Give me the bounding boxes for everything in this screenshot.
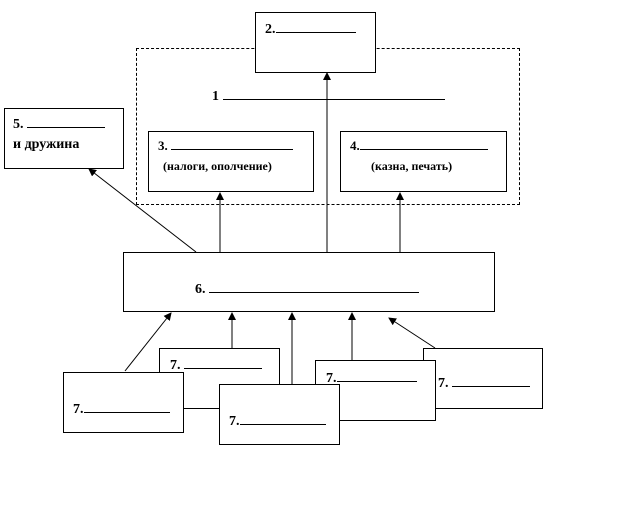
group-label: 1 [212, 89, 445, 105]
center-box-label: 6. [195, 282, 206, 297]
top-box: 2. [255, 12, 376, 73]
bottom-box-2-label: 7. [170, 358, 181, 373]
arrow-center-to-side [88, 168, 197, 253]
side-box-label: 5. [13, 117, 24, 132]
bottom-box-3-blank [239, 424, 326, 425]
bottom-box-3-label: 7. [229, 414, 240, 429]
center-box-blank [209, 292, 419, 293]
top-box-label: 2. [265, 22, 276, 37]
box-4-label: 4. [350, 138, 360, 153]
box-3-blank [171, 149, 293, 150]
side-box-blank [27, 127, 105, 128]
box-4: 4. (казна, печать) [340, 131, 507, 192]
box-4-note: (казна, печать) [371, 159, 453, 173]
box-4-blank [359, 149, 488, 150]
bottom-box-4-label: 7. [326, 371, 337, 386]
box-3-note: (налоги, ополчение) [163, 159, 272, 173]
bottom-box-1: 7. [63, 372, 184, 433]
bottom-box-1-label: 7. [73, 402, 84, 417]
group-label-blank [222, 99, 445, 100]
center-box: 6. [123, 252, 495, 312]
group-label-number: 1 [212, 89, 219, 104]
bottom-box-5-label: 7. [438, 376, 449, 391]
box-3-label: 3. [158, 138, 168, 153]
side-box: 5. и дружина [4, 108, 124, 169]
bottom-box-3: 7. [219, 384, 340, 445]
arrow-b1-to-center [124, 312, 172, 372]
bottom-box-2-blank [184, 368, 262, 369]
box-3: 3. (налоги, ополчение) [148, 131, 314, 192]
side-box-line2: и дружина [13, 137, 80, 152]
bottom-box-5: 7. [423, 348, 543, 409]
bottom-box-4-blank [336, 381, 417, 382]
bottom-box-5-blank [452, 386, 530, 387]
top-box-blank [275, 32, 356, 33]
bottom-box-1-blank [83, 412, 170, 413]
arrow-b5-to-center [388, 317, 436, 349]
